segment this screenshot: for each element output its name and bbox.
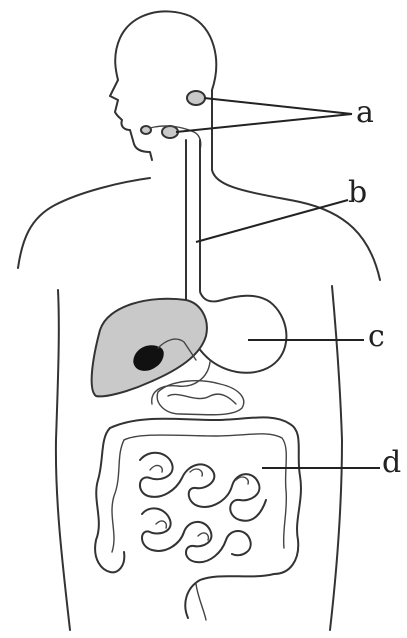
salivary-gland-small xyxy=(141,126,151,134)
label-d: d xyxy=(382,448,401,478)
leader-b xyxy=(196,200,348,242)
large-intestine-transverse xyxy=(110,417,301,574)
salivary-gland-upper xyxy=(187,91,205,105)
esophagus-right-wall xyxy=(200,140,210,304)
left-shoulder-outline xyxy=(18,178,150,268)
large-intestine-outer xyxy=(95,428,124,572)
leader-a-upper xyxy=(204,98,352,114)
small-intestine xyxy=(140,453,266,521)
rectum-inner xyxy=(196,584,206,620)
left-arm-inner xyxy=(56,290,70,630)
right-arm-inner xyxy=(330,286,342,630)
label-c: c xyxy=(368,322,385,352)
salivary-gland-lower xyxy=(162,126,178,138)
pancreas-texture xyxy=(168,394,236,404)
label-a: a xyxy=(356,98,374,128)
large-intestine-inner-left xyxy=(112,440,124,552)
leader-a-lower xyxy=(176,114,352,132)
label-b: b xyxy=(348,178,367,208)
head-outline xyxy=(110,11,216,160)
